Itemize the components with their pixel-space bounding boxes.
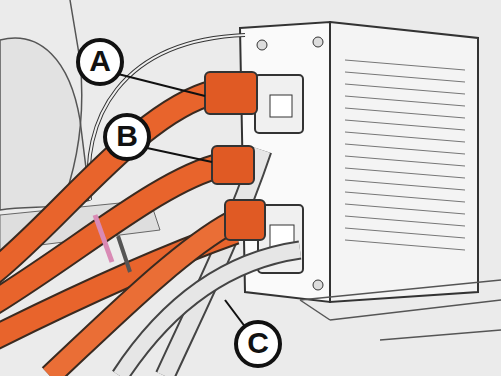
callout-letter: A bbox=[80, 41, 120, 81]
callout-letter: B bbox=[107, 116, 147, 156]
callout-letter: C bbox=[238, 323, 278, 363]
